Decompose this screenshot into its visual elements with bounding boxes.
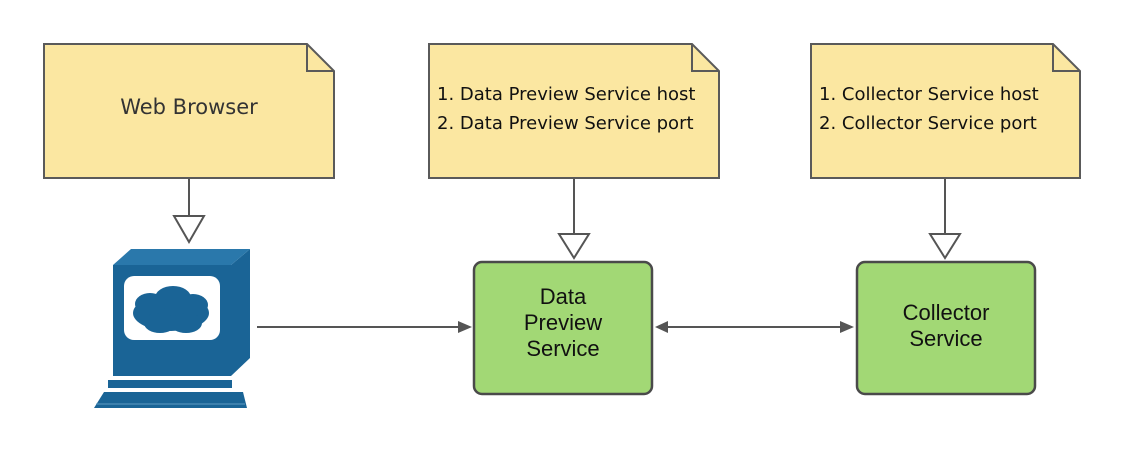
collector-service-box: Collector Service [855, 260, 1037, 396]
service-box [855, 260, 1037, 396]
note-line-port: 2. Data Preview Service port [437, 113, 694, 134]
connector-browser-note-to-computer [172, 179, 206, 245]
connector-arrowhead [557, 233, 591, 260]
computer-cloud-icon [94, 249, 250, 408]
arrowhead [458, 321, 472, 333]
note-line-host: 1. Collector Service host [819, 84, 1039, 105]
monitor-side [231, 249, 250, 376]
note-web-browser: Web Browser [43, 43, 335, 179]
note-fold [691, 44, 719, 72]
note-fold [306, 44, 334, 72]
connector-data-preview-note-to-service [557, 179, 591, 260]
note-collector-config: 1. Collector Service host 2. Collector S… [810, 43, 1081, 179]
note-body [428, 43, 720, 179]
monitor-top [113, 249, 250, 265]
note-title: Web Browser [120, 95, 258, 119]
computer-base [108, 380, 232, 388]
data-preview-service-box: Data Preview Service [472, 260, 654, 396]
note-line-port: 2. Collector Service port [819, 113, 1037, 134]
cloud-icon [133, 286, 209, 333]
arrow-computer-to-data-preview [257, 321, 472, 333]
note-body [43, 43, 335, 179]
keyboard [94, 392, 247, 408]
note-body [810, 43, 1081, 179]
connector-arrowhead [172, 215, 206, 245]
connector-arrowhead [928, 233, 962, 260]
note-fold [1052, 44, 1080, 72]
note-line-host: 1. Data Preview Service host [437, 84, 696, 105]
connector-collector-note-to-service [928, 179, 962, 260]
service-label-line: Service [526, 336, 599, 361]
service-label-line: Service [909, 326, 982, 351]
service-box [472, 260, 654, 396]
note-data-preview-config: 1. Data Preview Service host 2. Data Pre… [428, 43, 720, 179]
service-label-line: Data [540, 284, 587, 309]
arrow-data-preview-collector-bidirectional [655, 321, 854, 333]
service-label-line: Preview [524, 310, 602, 335]
arrowhead-right [840, 321, 854, 333]
arrowhead-left [655, 321, 668, 333]
service-label-line: Collector [903, 300, 990, 325]
